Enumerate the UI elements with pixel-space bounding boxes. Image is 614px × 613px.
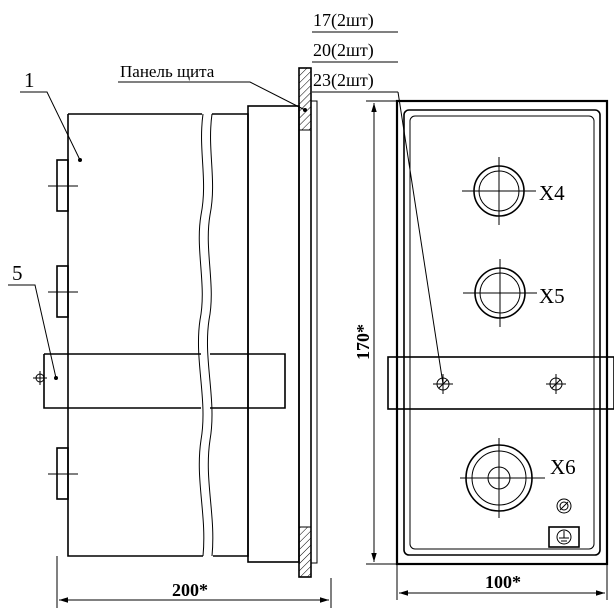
front-bracket-strip [387,356,614,410]
callout-17: 17(2шт) [313,10,374,31]
label-x4: X4 [539,181,565,205]
panel-hatch-top [298,67,312,131]
bracket-strip [43,353,286,409]
front-trim [310,100,318,564]
front-frame-mid [403,109,601,556]
leader-part-5 [8,284,57,379]
dim-text-170: 170* [353,324,373,360]
connector-stub-1 [48,159,78,212]
dim-text-100: 100* [485,572,521,592]
panel-plate [298,67,312,578]
label-x6: X6 [550,455,576,479]
connector-stub-2 [48,265,78,318]
strip-screw-right [546,374,566,394]
housing-body [67,113,249,557]
break-line-right [206,113,214,557]
connector-x4 [462,157,536,225]
label-part-5: 5 [12,261,23,285]
label-part-1: 1 [24,68,35,92]
connector-stub-3 [48,447,78,500]
break-line-left [197,113,205,557]
side-view: 1 5 Панель щита 17(2шт) 20(2шт) 23(2шт) … [8,10,444,608]
panel-hatch-bottom [298,526,312,578]
leader-part-1 [20,91,81,161]
dim-text-200: 200* [172,580,208,600]
callout-23: 23(2шт) [313,70,374,91]
label-x5: X5 [539,284,565,308]
front-view: X4 X5 X6 [353,99,614,600]
callout-20: 20(2шт) [313,40,374,61]
strip-screw-left [433,374,453,394]
flange [247,105,300,563]
connector-x5 [463,259,537,327]
leader-panel [118,81,306,111]
ground-screw [556,498,572,514]
leader-callouts [397,91,444,385]
front-frame-outer [395,99,609,566]
label-panel: Панель щита [120,62,215,81]
ground-symbol-icon [548,526,580,548]
front-frame-inner [409,115,595,550]
connector-x6 [460,438,545,518]
bracket-screw [33,371,47,385]
